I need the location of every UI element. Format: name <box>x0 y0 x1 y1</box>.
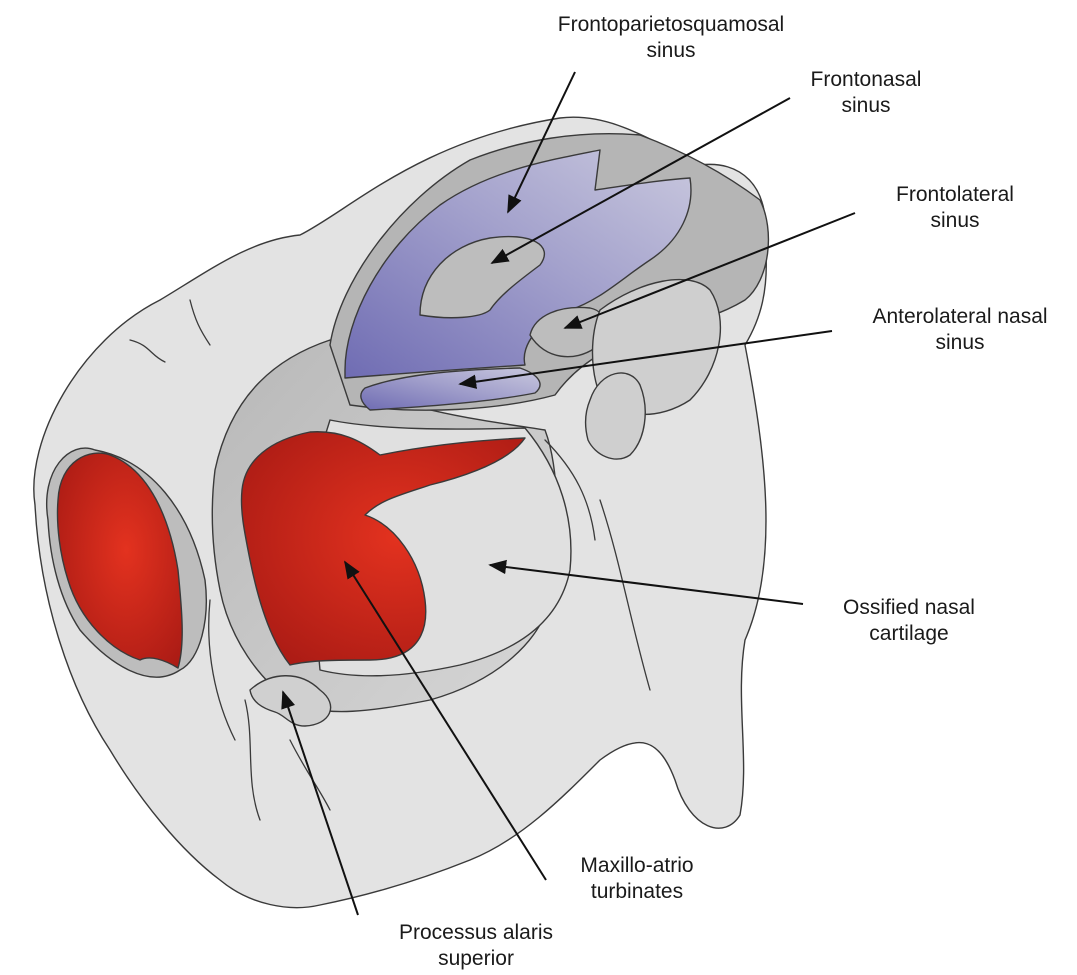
label-line: turbinates <box>591 880 683 903</box>
label-line: Frontoparietosquamosal <box>558 13 784 36</box>
label-line: Ossified nasal <box>843 596 975 619</box>
label-line: cartilage <box>869 622 948 645</box>
label-line: sinus <box>841 94 890 117</box>
label-line: Maxillo-atrio <box>580 854 693 877</box>
label-line: sinus <box>935 331 984 354</box>
label-line: Anterolateral nasal <box>872 305 1047 328</box>
label-maxillo-atrio-turbinates: Maxillo-atrio turbinates <box>580 854 693 903</box>
label-line: Frontolateral <box>896 183 1014 206</box>
label-line: Processus alaris <box>399 921 553 944</box>
label-line: Frontonasal <box>811 68 922 91</box>
label-frontonasal-sinus: Frontonasal sinus <box>811 68 922 117</box>
label-line: superior <box>438 947 514 970</box>
label-anterolateral-nasal-sinus: Anterolateral nasal sinus <box>872 305 1047 354</box>
label-frontolateral-sinus: Frontolateral sinus <box>896 183 1014 232</box>
label-line: sinus <box>646 39 695 62</box>
label-ossified-nasal-cartilage: Ossified nasal cartilage <box>843 596 975 645</box>
label-line: sinus <box>930 209 979 232</box>
label-processus-alaris-superior: Processus alaris superior <box>399 921 553 970</box>
label-frontoparietosquamosal-sinus: Frontoparietosquamosal sinus <box>558 13 784 62</box>
